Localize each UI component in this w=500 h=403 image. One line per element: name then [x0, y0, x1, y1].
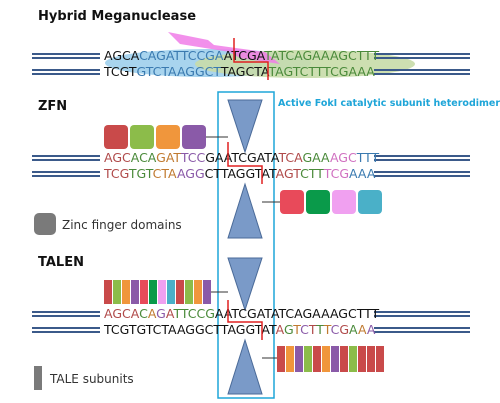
- meganuclease-arrow: [168, 32, 280, 64]
- zfn-bottom-strand: TCGTGTCTAAGGCTTAGGTATAGTCTTTCGAAA: [103, 166, 376, 181]
- meganuclease-bottom-strand: TCGTGTCTAAGGCTTAGCTATAGTCTTTCGAAA: [103, 64, 375, 79]
- zinc-finger-legend-swatch: [34, 213, 56, 235]
- talen-right-tale-array: [277, 346, 384, 372]
- foki-dimer-box: [217, 91, 275, 399]
- talen-top-strand: AGCACAGATTCCGAATCGATATCAGAAAGCTTT: [104, 306, 380, 321]
- zfn-foki-left: [227, 99, 263, 154]
- foki-dimer-label: Active FokI catalytic subunit heterodime…: [278, 98, 500, 109]
- zfn-top-strand: AGCACAGATTCCGAATCGATATCAGAAAGCTTT: [104, 150, 380, 165]
- zfn-title: ZFN: [38, 99, 67, 114]
- meganuclease-cut-site: [233, 38, 269, 80]
- zfn-cut-site: [227, 142, 263, 184]
- talen-title: TALEN: [38, 255, 84, 270]
- zfn-left-zinc-fingers: [104, 125, 206, 149]
- zfn-dna: [32, 155, 470, 177]
- zfn-foki-right: [227, 182, 263, 239]
- tale-legend-swatch: [34, 366, 42, 390]
- talen-bottom-strand: TCGTGTCTAAGGCTTAGGTATAGTCTTTCGAAA: [103, 322, 376, 337]
- meganuclease-top-strand: AGCACAGATTCCGAATCGATATCAGAAAGCTTT: [104, 48, 380, 63]
- meganuclease-dna: [32, 53, 470, 75]
- meganuclease-title: Hybrid Meganuclease: [38, 9, 196, 24]
- zfn-right-zinc-fingers: [280, 190, 382, 214]
- talen-foki-left: [227, 257, 263, 312]
- talen-left-tale-array: [104, 280, 211, 304]
- tale-legend-label: TALE subunits: [49, 372, 134, 386]
- zinc-finger-legend-label: Zinc finger domains: [62, 218, 182, 232]
- talen-cut-site: [227, 300, 263, 340]
- talen-dna: [32, 311, 470, 333]
- talen-foki-right: [227, 338, 263, 395]
